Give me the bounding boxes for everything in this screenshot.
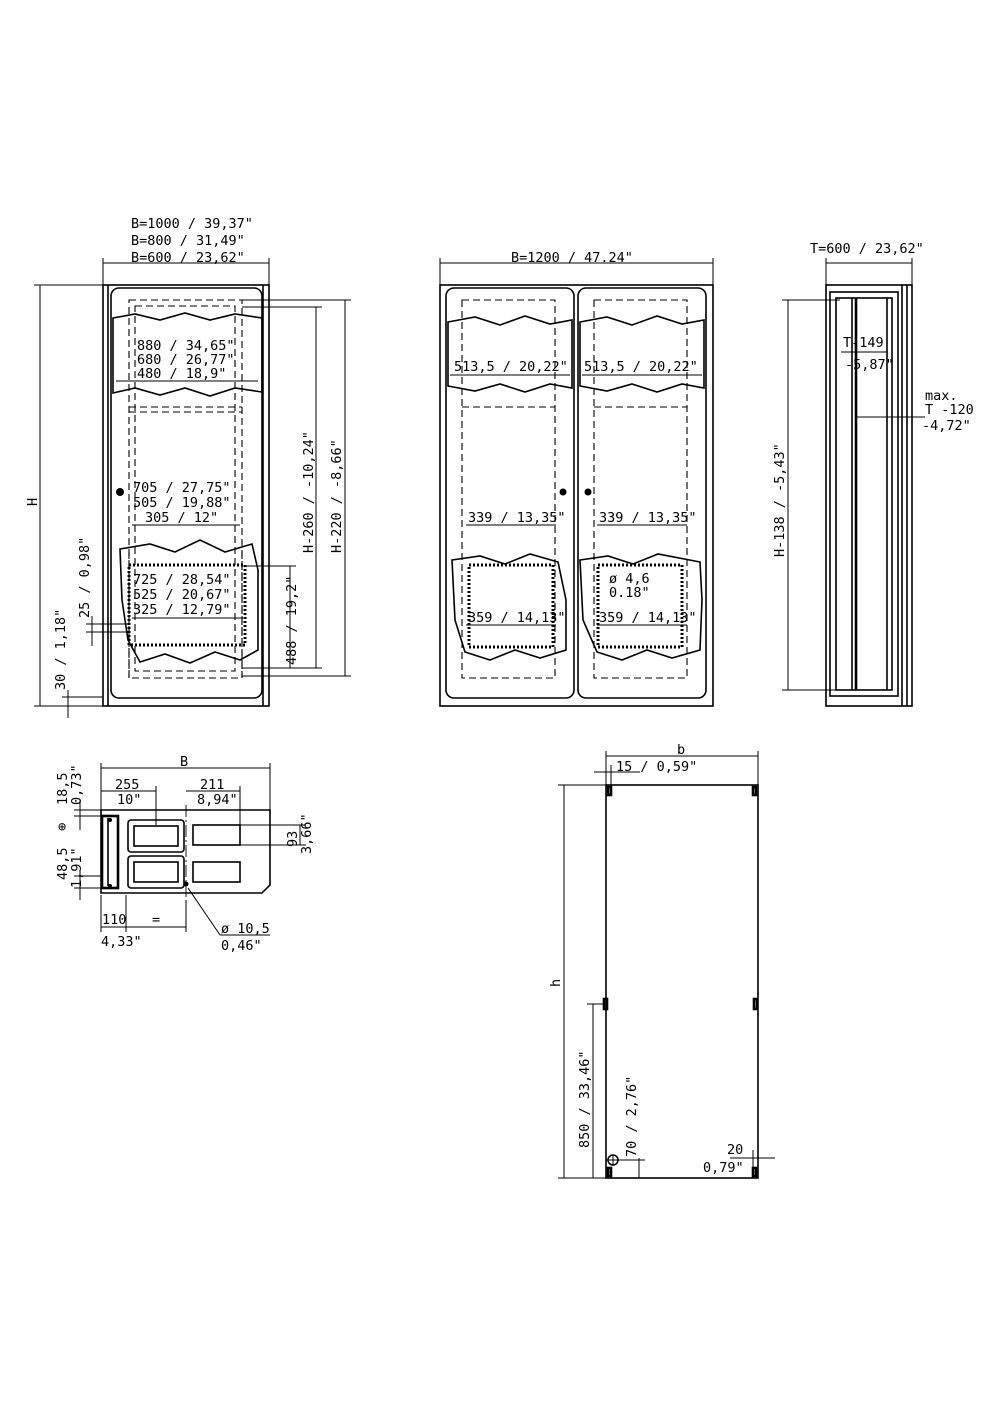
dim-right-359: 359 / 14,13" xyxy=(599,610,697,626)
dim-b: b xyxy=(677,742,685,758)
dim-20: 20 xyxy=(727,1142,743,1158)
front-view-single: B=1000 / 39,37" B=800 / 31,49" B=600 / 2… xyxy=(25,216,351,718)
dim-h-minus-138: H-138 / -5,43" xyxy=(772,443,788,557)
dim-width-1000: B=1000 / 39,37" xyxy=(131,216,253,232)
dim-rail-725: 725 / 28,54" xyxy=(133,572,231,588)
dim-20-in: 0,79" xyxy=(703,1160,744,1176)
dim-h-minus-220: H-220 / -8,66" xyxy=(329,439,345,553)
dim-255-in: 10" xyxy=(117,792,141,808)
dim-t-149: T-149 xyxy=(843,335,884,351)
door-right xyxy=(577,287,707,699)
mounting-frame-dashed xyxy=(128,299,243,679)
dim-15: 15 / 0,59" xyxy=(616,759,697,775)
cutaway-bottom xyxy=(119,539,259,664)
dim-width-600: B=600 / 23,62" xyxy=(131,250,245,266)
dim-height-H: H xyxy=(25,498,41,506)
door-panel xyxy=(110,287,263,699)
dim-inner-680: 680 / 26,77" xyxy=(137,352,235,368)
cabinet-outline-double xyxy=(439,284,714,707)
dim-hole-10-5: ø 10,5 xyxy=(221,921,270,937)
dim-488: 488 / 19,2" xyxy=(284,576,300,665)
dim-93-in: 3,66" xyxy=(299,813,315,854)
dim-equal: = xyxy=(152,912,160,928)
cabinet-outline xyxy=(102,284,270,707)
earth-icon: ⊕ xyxy=(58,819,66,835)
dim-left-359: 359 / 14,13" xyxy=(468,610,566,626)
dim-70: 70 / 2,76" xyxy=(624,1076,640,1157)
dim-hole-0-18: 0.18" xyxy=(609,585,650,601)
dim-mid-505: 505 / 19,88" xyxy=(133,495,231,511)
dim-18-5: 18,5 xyxy=(55,772,71,805)
side-outline xyxy=(825,284,913,707)
dim-93: 93 xyxy=(285,831,301,847)
dim-mid-305: 305 / 12" xyxy=(145,510,218,526)
dim-18-5-in: 0,73" xyxy=(69,764,85,805)
dim-left-339: 339 / 13,35" xyxy=(468,510,566,526)
top-view: B 255 10" 211 8,94" 18,5 0,73" 48,5 1,91… xyxy=(55,754,315,954)
dim-depth-600: T=600 / 23,62" xyxy=(810,241,924,257)
dim-right-513: 513,5 / 20,22" xyxy=(584,359,698,375)
panel-view: b 15 / 0,59" h 850 / 33,46" 70 / 2,76" 2… xyxy=(548,742,775,1179)
dim-850: 850 / 33,46" xyxy=(577,1050,593,1148)
dim-211-in: 8,94" xyxy=(197,792,238,808)
dim-25: 25 / 0,98" xyxy=(77,537,93,618)
door-lock xyxy=(116,488,124,496)
dim-width-1200: B=1200 / 47.24" xyxy=(511,250,633,266)
top-outline xyxy=(100,809,271,894)
dim-t-120: T -120 xyxy=(925,402,974,418)
dim-t-120-in: -4,72" xyxy=(922,418,971,434)
mounting-rails xyxy=(127,563,247,647)
dim-48-5: 48,5 xyxy=(55,847,71,880)
dim-rail-325: 325 / 12,79" xyxy=(133,602,231,618)
dim-211: 211 xyxy=(200,777,224,793)
dim-B: B xyxy=(180,754,188,770)
dim-rail-525: 525 / 20,67" xyxy=(133,587,231,603)
dim-110-in: 4,33" xyxy=(101,934,142,950)
label-max: max. xyxy=(925,388,958,404)
side-frame xyxy=(829,291,899,697)
dim-48-5-in: 1,91" xyxy=(69,847,85,888)
dim-width-800: B=800 / 31,49" xyxy=(131,233,245,249)
front-view-double: B=1200 / 47.24" 513,5 / 20,22" 513,5 / 2… xyxy=(439,250,714,707)
dim-right-339: 339 / 13,35" xyxy=(599,510,697,526)
dim-30: 30 / 1,18" xyxy=(53,609,69,690)
dim-mid-705: 705 / 27,75" xyxy=(133,480,231,496)
dim-inner-880: 880 / 34,65" xyxy=(137,338,235,354)
dim-110: 110 xyxy=(102,912,126,928)
cutaway-top xyxy=(112,312,263,397)
door-left xyxy=(445,287,575,699)
dim-t-149-in: -5,87" xyxy=(845,357,894,373)
dim-255: 255 xyxy=(115,777,139,793)
panel-outline xyxy=(605,784,759,1179)
dim-left-513: 513,5 / 20,22" xyxy=(454,359,568,375)
dim-inner-480: 480 / 18,9" xyxy=(137,366,226,382)
side-view: T=600 / 23,62" T-149 -5,87" max. T -120 … xyxy=(772,241,974,707)
dim-h: h xyxy=(548,979,564,987)
dim-h-minus-260: H-260 / -10,24" xyxy=(301,431,317,553)
dim-hole-4-6: ø 4,6 xyxy=(609,571,650,587)
dim-hole-0-46: 0,46" xyxy=(221,938,262,954)
